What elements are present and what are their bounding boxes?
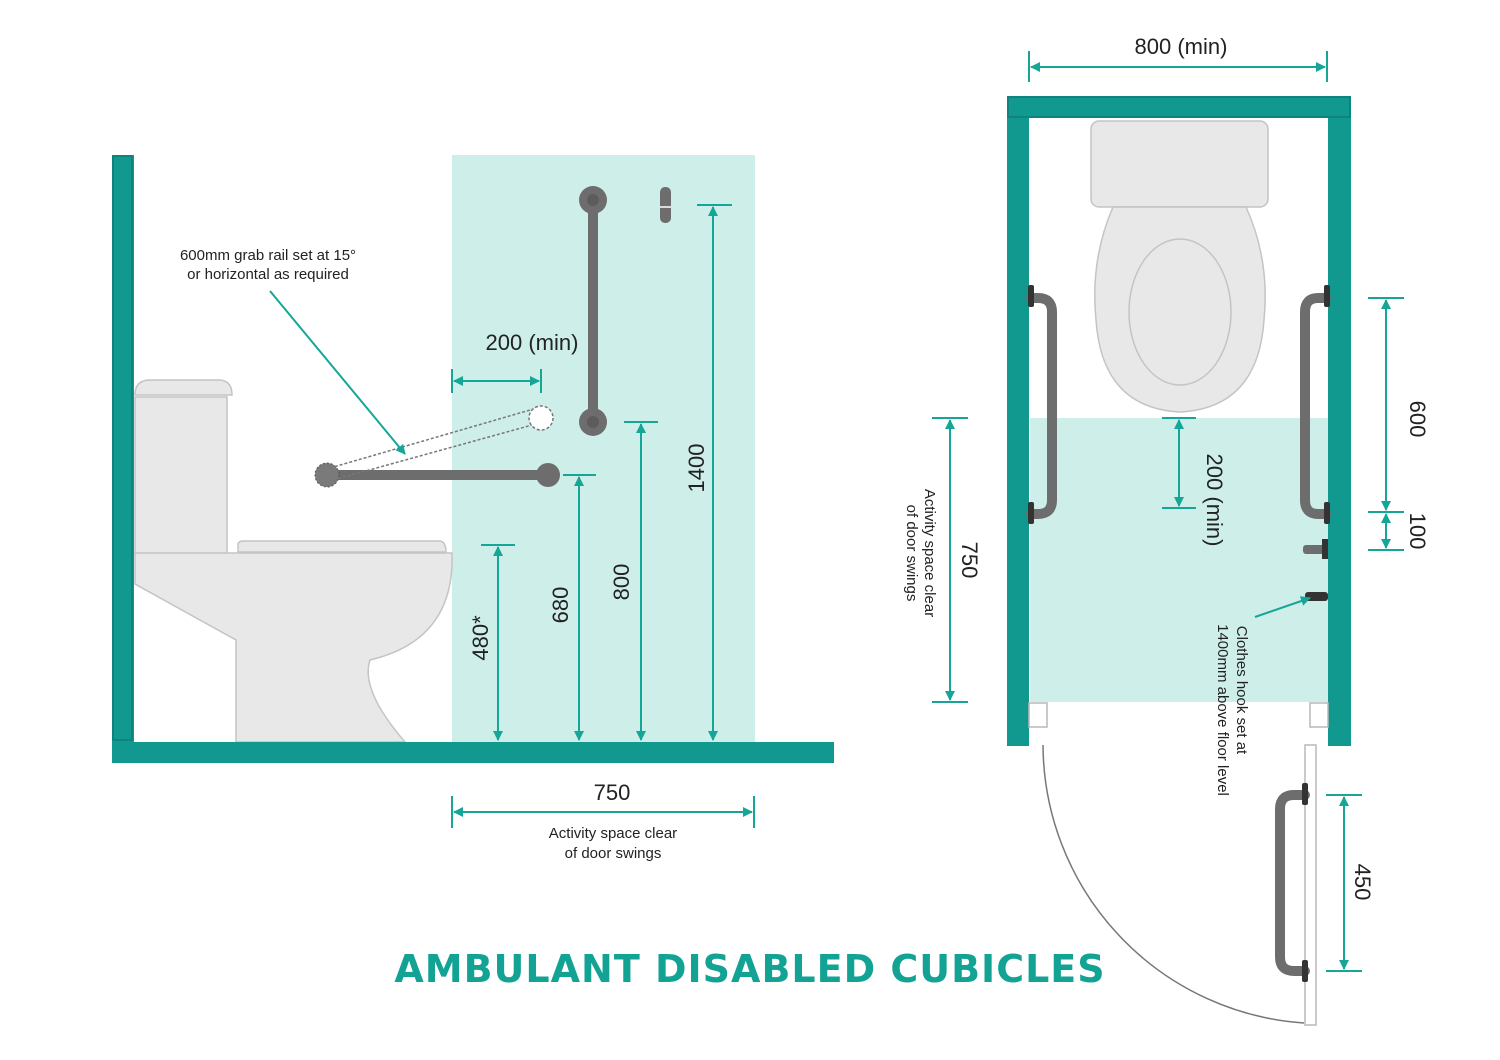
toilet-side-view — [134, 379, 453, 743]
rail-note-line1: 600mm grab rail set at 15° — [180, 247, 356, 264]
dim-rail-offset — [451, 369, 542, 393]
dim-480-label: 480* — [468, 615, 493, 661]
door-rail — [1275, 790, 1310, 976]
dim-clearance — [1162, 417, 1196, 509]
plan-activity-note-line2: of door swings — [903, 505, 920, 602]
grab-rails-elevation — [314, 186, 607, 488]
rail-note-line2: or horizontal as required — [187, 266, 349, 283]
dim-rail-heights — [1368, 297, 1404, 551]
hook-note-line2: 1400mm above floor level — [1214, 624, 1231, 796]
dim-rail-offset-label: 200 (min) — [486, 330, 579, 355]
activity-note-line2: of door swings — [565, 845, 662, 862]
activity-note-line1: Activity space clear — [549, 825, 677, 842]
hook-note-leader — [1254, 596, 1311, 618]
dim-heights — [481, 204, 732, 741]
dim-plan-750-label: 750 — [957, 542, 982, 579]
dim-1400-label: 1400 — [684, 444, 709, 493]
dim-800min-label: 800 (min) — [1135, 34, 1228, 59]
dim-600-label: 600 — [1405, 401, 1430, 438]
dim-200min-label: 200 (min) — [1202, 454, 1227, 547]
dim-100-label: 100 — [1405, 513, 1430, 550]
diagram-title: AMBULANT DISABLED CUBICLES — [394, 947, 1105, 991]
clothes-hook-elevation — [660, 187, 671, 223]
door-frame — [1028, 702, 1329, 728]
plan-walls — [1007, 96, 1351, 746]
dim-activity-width — [451, 796, 755, 828]
side-elevation: 600mm grab rail set at 15° or horizontal… — [112, 155, 834, 862]
plan-grab-rails — [1026, 293, 1331, 519]
dim-door-rail — [1326, 794, 1362, 972]
elevation-walls — [112, 155, 834, 763]
rail-note-leader — [269, 290, 406, 455]
dim-cubicle-width — [1028, 51, 1328, 82]
dim-activity-depth — [932, 417, 968, 703]
door-leaf — [1304, 744, 1317, 1026]
dim-680-label: 680 — [548, 587, 573, 624]
plan-activity-note-line1: Activity space clear — [921, 489, 938, 617]
dim-800-label: 800 — [609, 564, 634, 601]
plan-view: 800 (min) 200 (min) 600 100 750 Activity… — [903, 34, 1430, 1026]
dim-750-label: 750 — [594, 780, 631, 805]
dim-450-label: 450 — [1350, 864, 1375, 901]
door-swing-arc — [1042, 744, 1305, 1024]
hook-note-line1: Clothes hook set at — [1233, 626, 1250, 755]
toilet-plan-view — [1090, 120, 1269, 413]
